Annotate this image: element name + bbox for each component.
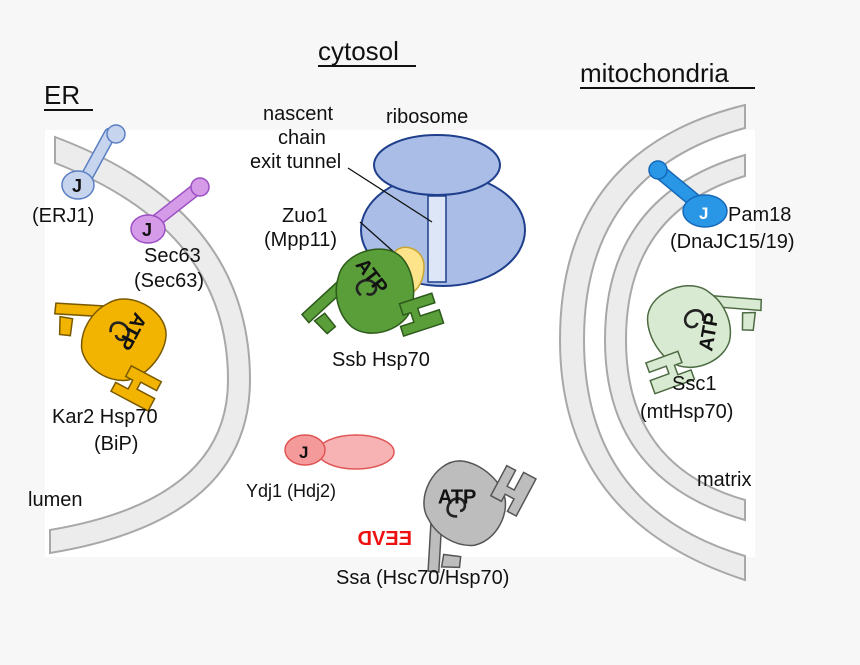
label-eevd: EEVD	[358, 528, 412, 550]
label-ssb: Ssb Hsp70	[332, 349, 430, 371]
mito-inner-membrane	[603, 153, 746, 522]
label-erj1: (ERJ1)	[32, 205, 94, 227]
sec63-j-glyph: J	[142, 220, 152, 240]
label-nascent-3: exit tunnel	[250, 151, 341, 173]
er-membrane	[49, 135, 252, 555]
ssa-hsp70: ATP	[391, 434, 538, 597]
exit-tunnel	[427, 195, 447, 283]
header-cytosol: cytosol	[318, 36, 399, 66]
pam18-protein: J	[648, 160, 728, 228]
label-nascent-1: nascent	[263, 103, 333, 125]
label-mpp11: (Mpp11)	[264, 229, 337, 251]
nascent-leader-line	[347, 167, 433, 223]
ydj1-protein: J	[284, 434, 395, 470]
label-mthsp70: (mtHsp70)	[640, 401, 733, 423]
mito-outer-membrane	[558, 103, 746, 582]
label-bip: (BiP)	[94, 433, 138, 455]
label-lumen: lumen	[28, 489, 82, 511]
pam18-j-glyph: J	[699, 204, 708, 223]
label-ssa: Ssa (Hsc70/Hsp70)	[336, 567, 509, 589]
ssa-atp-glyph: ATP	[438, 486, 477, 508]
sec63-protein: J	[130, 177, 210, 244]
label-matrix: matrix	[697, 469, 751, 491]
label-zuo1: Zuo1	[282, 205, 328, 227]
kar2-hsp70: ATP	[30, 266, 193, 413]
label-pam18: Pam18	[728, 204, 791, 226]
label-ydj1: Ydj1 (Hdj2)	[246, 481, 336, 501]
erj1-protein: J	[61, 124, 126, 200]
label-kar2: Kar2 Hsp70	[52, 406, 158, 428]
ssb-hsp70: ATP	[288, 233, 445, 366]
label-ssc1: Ssc1	[672, 373, 716, 395]
label-nascent-2: chain	[278, 127, 326, 149]
label-ribosome: ribosome	[386, 106, 468, 128]
label-sec63-alias: (Sec63)	[134, 270, 204, 292]
label-dnajc: (DnaJC15/19)	[670, 231, 795, 253]
header-er: ER	[44, 80, 80, 110]
erj1-j-glyph: J	[72, 176, 82, 196]
header-mitochondria: mitochondria	[580, 58, 729, 88]
ydj1-j-glyph: J	[299, 443, 308, 462]
label-sec63: Sec63	[144, 245, 201, 267]
